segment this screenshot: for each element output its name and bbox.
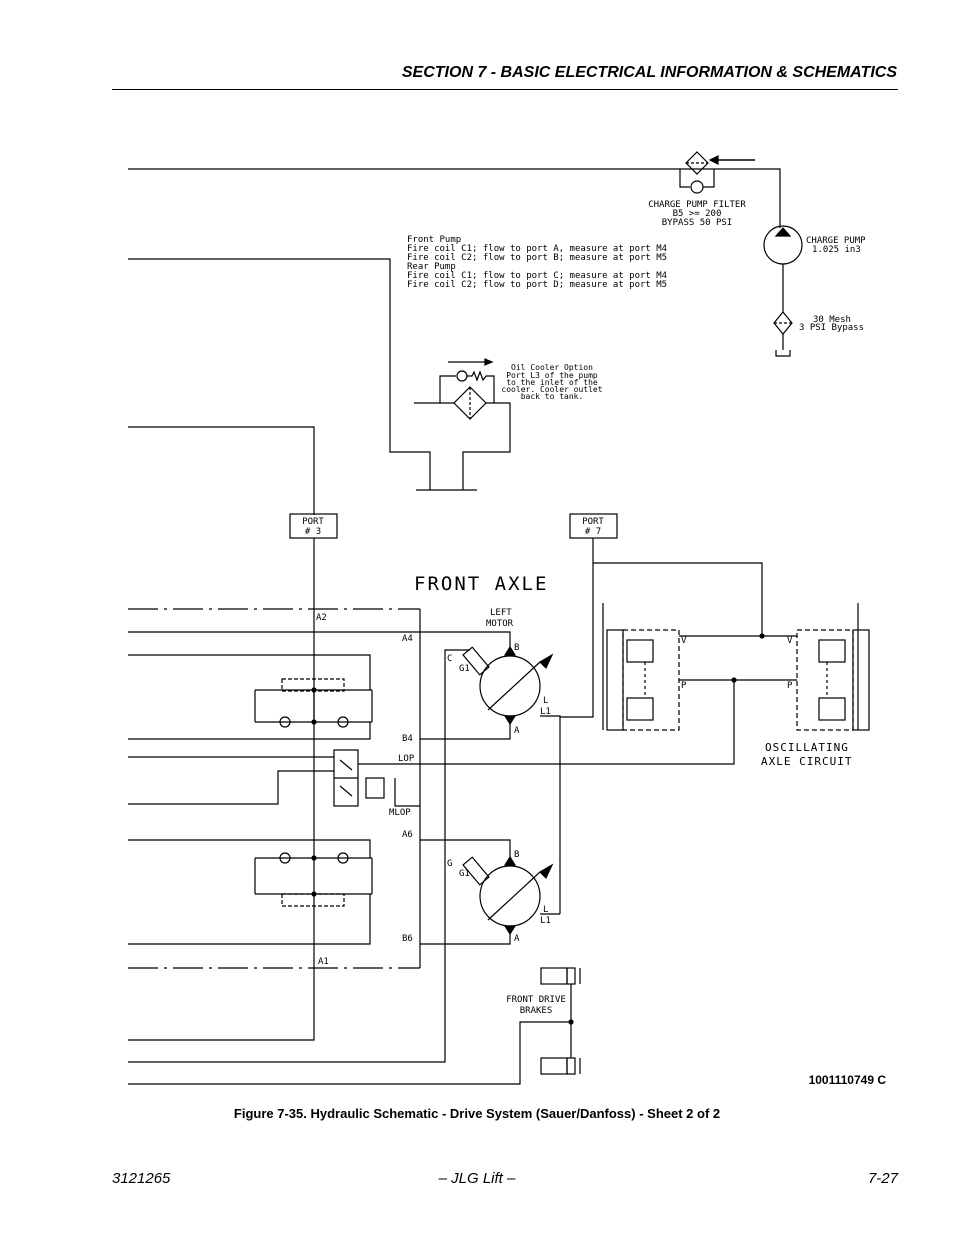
svg-text:A1: A1 <box>318 957 329 967</box>
oil-cooler <box>414 358 511 491</box>
charge-pump-label: CHARGE PUMP <box>806 236 866 246</box>
svg-text:B4: B4 <box>402 734 413 744</box>
svg-text:# 3: # 3 <box>305 527 321 537</box>
brakes-label-2: BRAKES <box>520 1006 553 1016</box>
port-g1: G1 <box>459 664 470 674</box>
svg-text:A2: A2 <box>316 613 327 623</box>
line-labels: A2 A4 B4 LOP MLOP A6 B6 A1 <box>316 613 415 967</box>
svg-text:Rear Pump: Rear Pump <box>407 262 456 272</box>
footer-brand: – JLG Lift – <box>438 1170 516 1187</box>
osc-port-p-right: P <box>787 681 793 691</box>
svg-text:B6: B6 <box>402 934 413 944</box>
osc-port-p-left: P <box>681 681 687 691</box>
left-motor-upper <box>420 631 561 914</box>
front-drive-brakes <box>540 967 581 1075</box>
osc-axle-label-2: AXLE CIRCUIT <box>761 755 852 768</box>
supply-lines <box>128 168 781 1085</box>
svg-text:Fire coil C1; flow to port A,: Fire coil C1; flow to port A, measure at… <box>407 244 667 254</box>
port-c: C <box>447 654 452 664</box>
svg-text:PORT: PORT <box>582 517 604 527</box>
svg-text:Fire coil C1; flow to port C;: Fire coil C1; flow to port C; measure at… <box>407 271 667 281</box>
svg-text:Front Pump: Front Pump <box>407 235 461 245</box>
svg-text:Port L3 of the pump: Port L3 of the pump <box>506 371 598 380</box>
osc-axle-label: OSCILLATING <box>765 741 849 754</box>
upper-valve-group <box>254 678 373 728</box>
osc-port-v-left: V <box>681 636 687 646</box>
left-motor-lower <box>420 839 560 945</box>
lower-valve-group <box>254 852 373 907</box>
svg-text:PORT: PORT <box>302 517 324 527</box>
charge-pump-filter-label: CHARGE PUMP FILTER B5 >= 200 BYPASS 50 P… <box>648 200 746 228</box>
left-motor-label-2: MOTOR <box>486 619 514 629</box>
port-l1: L1 <box>540 707 551 717</box>
drawing-number: 1001110749 C <box>808 1073 886 1087</box>
brakes-label: FRONT DRIVE <box>506 995 566 1005</box>
svg-text:Oil Cooler Option: Oil Cooler Option <box>511 363 593 372</box>
port-a-lower: A <box>514 934 520 944</box>
port-a: A <box>514 726 520 736</box>
port-g: G <box>447 859 452 869</box>
svg-text:back to tank.: back to tank. <box>521 392 584 401</box>
pump-notes: Front Pump Fire coil C1; flow to port A,… <box>407 235 667 290</box>
svg-text:Fire coil C2; flow to port B;: Fire coil C2; flow to port B; measure at… <box>407 253 667 263</box>
port-7-box: PORT # 7 <box>560 513 763 718</box>
svg-text:LOP: LOP <box>398 754 415 764</box>
svg-text:MLOP: MLOP <box>389 808 411 818</box>
svg-text:CHARGE PUMP FILTER: CHARGE PUMP FILTER <box>648 200 746 210</box>
port-b-lower: B <box>514 850 519 860</box>
charge-pump-filter <box>679 151 755 194</box>
charge-pump <box>763 225 803 357</box>
figure-caption: Figure 7-35. Hydraulic Schematic - Drive… <box>233 1106 721 1121</box>
oscillating-axle-circuit <box>602 603 870 731</box>
port-l1-lower: L1 <box>540 916 551 926</box>
lop-valve <box>333 680 735 807</box>
header-rule <box>112 89 898 90</box>
strainer-label: 30 Mesh <box>813 315 851 325</box>
section-header: SECTION 7 - BASIC ELECTRICAL INFORMATION… <box>401 64 897 81</box>
port-b: B <box>514 643 519 653</box>
svg-text:Fire coil C2; flow to port D;: Fire coil C2; flow to port D; measure at… <box>407 280 667 290</box>
footer-page-number: 7-27 <box>867 1170 898 1187</box>
svg-text:BYPASS 50 PSI: BYPASS 50 PSI <box>662 218 732 228</box>
strainer-bypass: 3 PSI Bypass <box>799 323 864 333</box>
svg-text:A4: A4 <box>402 634 413 644</box>
front-axle-title: FRONT AXLE <box>414 573 548 595</box>
svg-text:to the inlet of the: to the inlet of the <box>506 378 598 387</box>
left-motor-label: LEFT <box>490 608 512 618</box>
svg-text:# 7: # 7 <box>585 527 601 537</box>
osc-port-v-right: V <box>787 636 793 646</box>
svg-text:B5 >= 200: B5 >= 200 <box>673 209 722 219</box>
port-g1-lower: G1 <box>459 869 470 879</box>
footer-doc-number: 3121265 <box>112 1170 171 1187</box>
svg-text:A6: A6 <box>402 830 413 840</box>
svg-text:cooler. Cooler outlet: cooler. Cooler outlet <box>501 385 602 394</box>
port-l: L <box>543 696 548 706</box>
oil-cooler-note: Oil Cooler Option Port L3 of the pump to… <box>501 363 602 401</box>
charge-pump-displacement: 1.025 in3 <box>812 245 861 255</box>
port-l-lower: L <box>543 905 548 915</box>
